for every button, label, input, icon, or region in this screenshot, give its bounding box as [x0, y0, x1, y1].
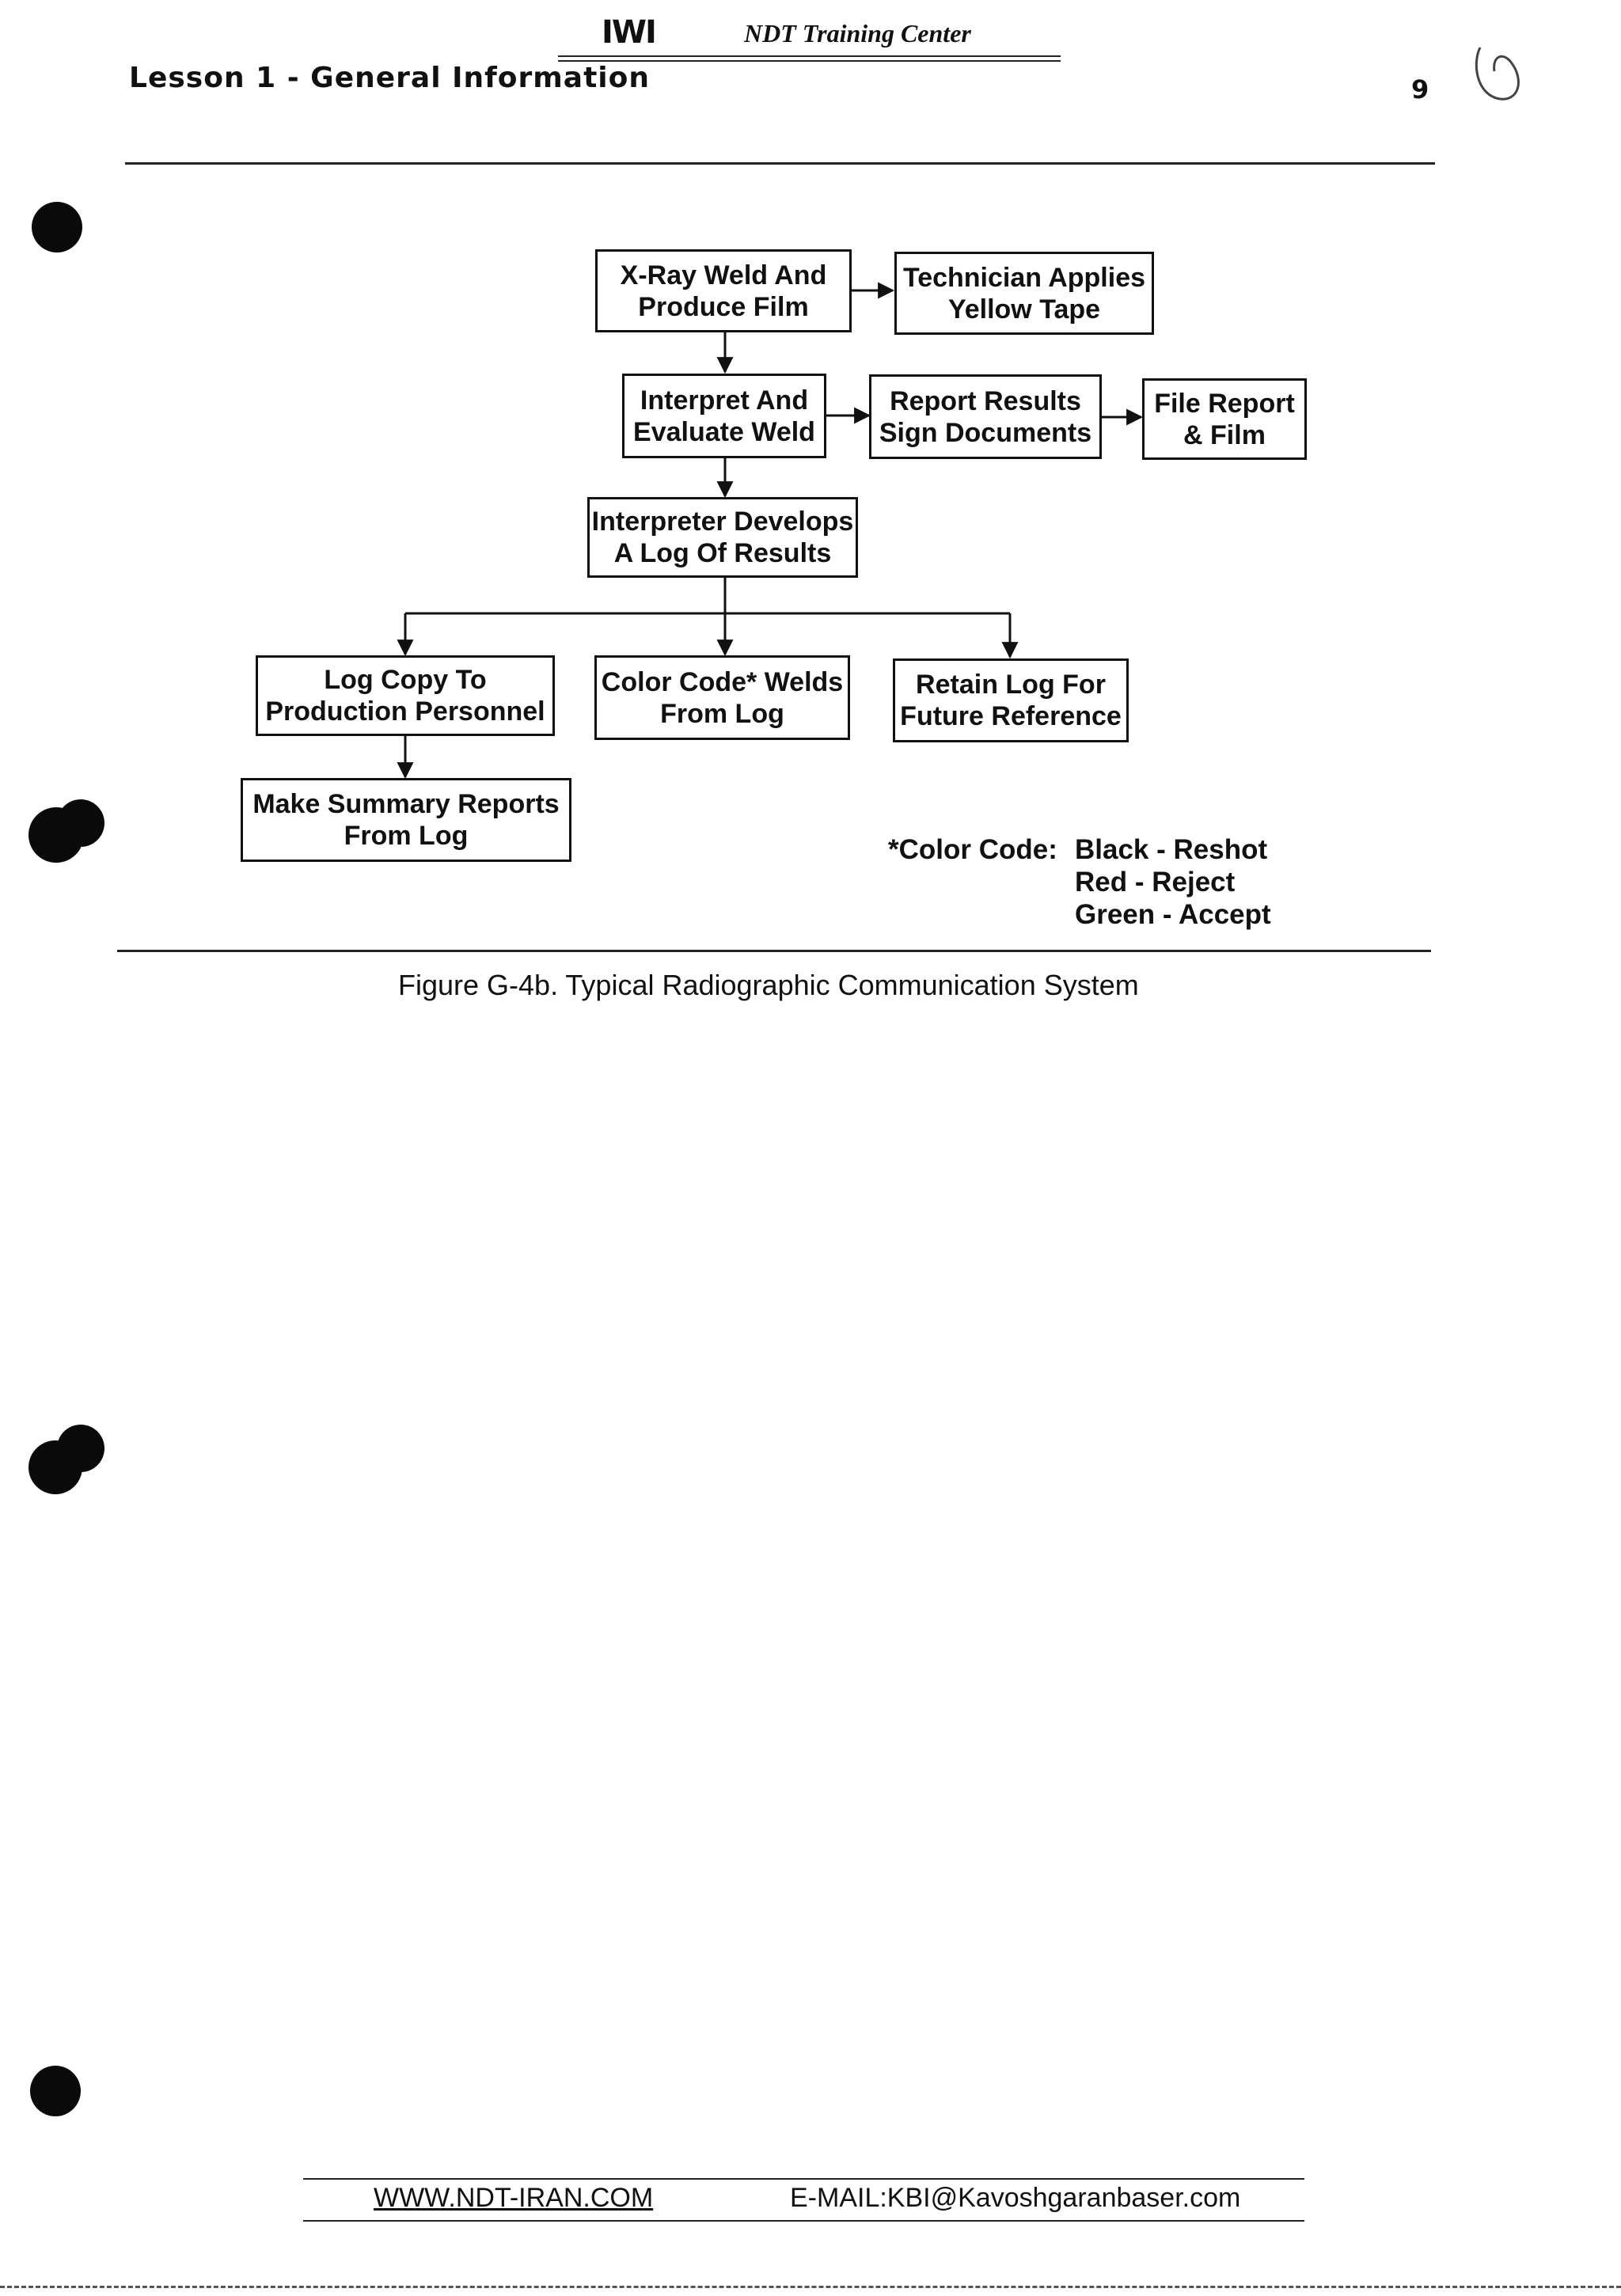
flowchart-connectors: [397, 282, 1144, 780]
box-retain-log: Retain Log For Future Reference: [893, 658, 1129, 742]
box-technician-tape: Technician Applies Yellow Tape: [894, 252, 1154, 335]
figure-caption: Figure G-4b. Typical Radiographic Commun…: [398, 969, 1139, 1001]
box-color-code: Color Code* Welds From Log: [594, 655, 850, 740]
page-number: 9: [1411, 74, 1429, 104]
box-log-copy: Log Copy To Production Personnel: [256, 655, 555, 736]
box-interpreter-log: Interpreter Develops A Log Of Results: [587, 497, 858, 578]
page-bottom-edge: [0, 2286, 1621, 2288]
color-code-black: Black - Reshot: [1075, 834, 1268, 865]
header-top-rule: [558, 55, 1061, 57]
center-logo: IWI: [602, 14, 657, 51]
handwritten-mark: [1475, 47, 1520, 101]
box-file-report: File Report & Film: [1142, 378, 1307, 460]
footer-top-rule: [303, 2178, 1304, 2180]
lesson-title: Lesson 1 - General Information: [129, 62, 650, 94]
box-report-results: Report Results Sign Documents: [869, 374, 1102, 459]
training-center-name: NDT Training Center: [744, 19, 971, 47]
box-summary-reports: Make Summary Reports From Log: [241, 778, 571, 862]
figure-rule: [117, 950, 1431, 952]
header-top-rule-2: [558, 60, 1061, 62]
box-xray-weld: X-Ray Weld And Produce Film: [595, 249, 852, 332]
color-code-green: Green - Accept: [1075, 899, 1271, 930]
color-code-label: *Color Code:: [888, 834, 1057, 865]
box-interpret-evaluate: Interpret And Evaluate Weld: [622, 374, 826, 458]
binder-hole-4: [30, 2066, 81, 2116]
binder-hole-3b: [57, 1425, 104, 1472]
binder-hole-2b: [57, 799, 104, 847]
footer-bottom-rule: [303, 2220, 1304, 2222]
color-code-red: Red - Reject: [1075, 867, 1236, 898]
header-rule: [125, 162, 1435, 165]
footer-website-link[interactable]: WWW.NDT-IRAN.COM: [374, 2183, 654, 2213]
binder-hole-1: [32, 202, 82, 252]
footer-email: E-MAIL:KBI@Kavoshgaranbaser.com: [790, 2183, 1241, 2213]
